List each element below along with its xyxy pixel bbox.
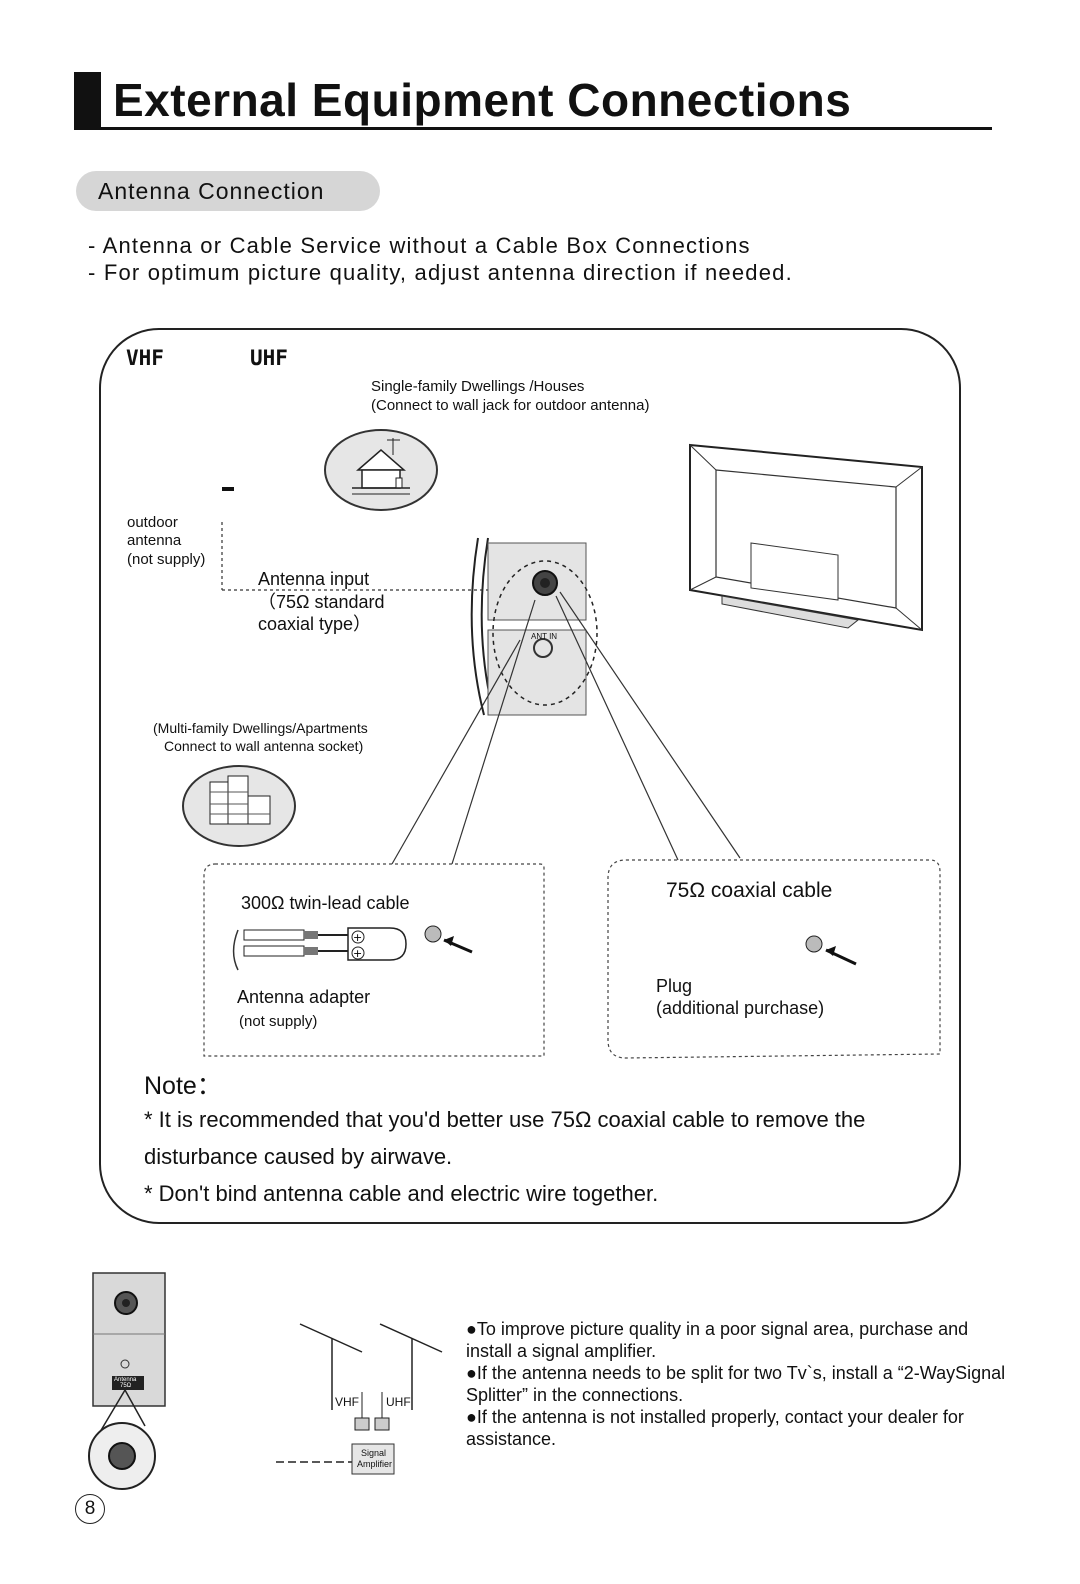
diagram-panel: [99, 328, 961, 1224]
outdoor-label-1: outdoor: [127, 514, 178, 531]
uhf-label: UHF: [250, 346, 288, 370]
house-illustration: [324, 429, 438, 511]
apartments-title: (Multi-family Dwellings/Apartments: [153, 720, 368, 736]
page-number: 8: [75, 1494, 105, 1524]
title-marker: [74, 72, 101, 128]
apartments-subtitle: Connect to wall antenna socket): [164, 738, 364, 754]
note-line-3: * Don't bind antenna cable and electric …: [144, 1181, 659, 1206]
plug-label: Plug: [656, 976, 693, 996]
coax-plug-illustration: [805, 935, 857, 966]
note-line-2: disturbance caused by airwave.: [144, 1144, 453, 1169]
tv-back-illustration: [689, 443, 923, 632]
tip-item: ●If the antenna is not installed properl…: [466, 1407, 964, 1449]
tip-item: ●If the antenna needs to be split for tw…: [466, 1363, 1006, 1405]
intro-line-2: - For optimum picture quality, adjust an…: [88, 260, 793, 285]
ant-in-label: ANT IN: [531, 632, 558, 641]
note-title: Note：: [144, 1072, 222, 1100]
antenna-input-type: coaxial type）: [258, 614, 372, 634]
tips-list: ●To improve picture quality in a poor si…: [466, 1318, 1006, 1450]
plate-label-1: Antenna: [114, 1377, 137, 1383]
houses-title: Single-family Dwellings /Houses: [371, 378, 585, 395]
section-title: Antenna Connection: [98, 178, 325, 204]
amplifier-label-2: Amplifier: [357, 1459, 393, 1469]
wall-plate-illustration: [88, 1272, 166, 1490]
outdoor-label-3: (not supply): [127, 551, 206, 568]
antenna-input-label: Antenna input: [258, 569, 370, 589]
bottom-vhf-label: VHF: [335, 1395, 359, 1409]
section-pill: [76, 171, 380, 211]
intro-line-1: - Antenna or Cable Service without a Cab…: [88, 233, 751, 258]
note-line-1: * It is recommended that you'd better us…: [144, 1107, 866, 1132]
amplifier-antenna-illustration: [276, 1323, 443, 1475]
adapter-note: (not supply): [239, 1013, 318, 1030]
twin-lead-label: 300Ω twin-lead cable: [241, 893, 410, 913]
wall-jack-illustration: [470, 537, 598, 716]
houses-subtitle: (Connect to wall jack for outdoor antenn…: [371, 397, 650, 414]
adapter-label: Antenna adapter: [237, 987, 371, 1007]
antenna-input-spec: （75Ω standard: [258, 592, 385, 612]
plate-label-2: 75Ω: [120, 1383, 132, 1389]
page-title: External Equipment Connections: [113, 74, 852, 126]
svg-text:+: +: [353, 947, 362, 960]
amplifier-label-1: Signal: [361, 1448, 387, 1458]
title-rule: [74, 127, 992, 130]
twin-lead-adapter-illustration: + +: [232, 925, 473, 971]
tip-item: ●To improve picture quality in a poor si…: [466, 1319, 969, 1361]
plug-note: (additional purchase): [656, 998, 825, 1018]
coaxial-label: 75Ω coaxial cable: [666, 879, 833, 902]
bottom-uhf-label: UHF: [386, 1395, 411, 1409]
apartment-illustration: [182, 765, 296, 847]
vhf-label: VHF: [126, 346, 164, 370]
svg-text:+: +: [353, 931, 362, 944]
outdoor-label-2: antenna: [127, 532, 182, 549]
